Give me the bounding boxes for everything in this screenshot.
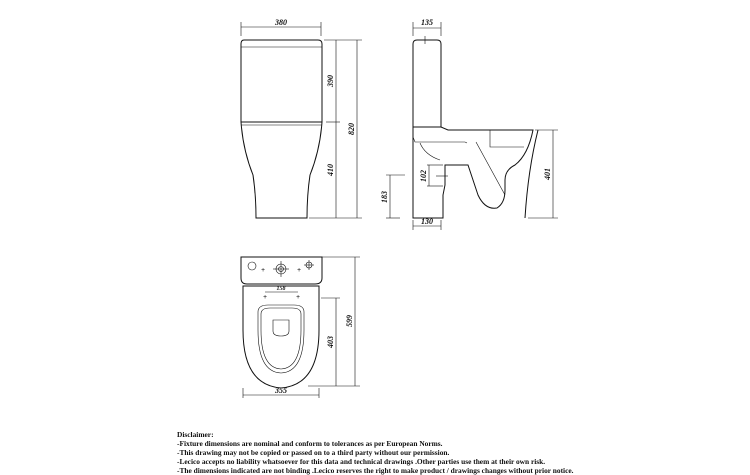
disclaimer: Disclaimer: -Fixture dimensions are nomi… bbox=[177, 430, 574, 475]
dim-cistern-depth: 135 bbox=[421, 18, 433, 27]
disclaimer-title: Disclaimer: bbox=[177, 430, 214, 439]
dim-cistern-height: 390 bbox=[326, 75, 335, 88]
disclaimer-line: -Fixture dimensions are nominal and conf… bbox=[177, 439, 443, 448]
dim-fixing-to-front: 403 bbox=[326, 336, 335, 349]
plan-view: + + + + 158 355 403 599 bbox=[240, 256, 360, 398]
cistern-plan bbox=[240, 256, 323, 285]
dim-outlet-diameter: 102 bbox=[419, 170, 428, 182]
disclaimer-line: -This drawing may not be copied or passe… bbox=[177, 448, 450, 457]
side-view: 135 130 183 102 401 bbox=[380, 18, 558, 230]
pan-front bbox=[240, 121, 323, 219]
svg-text:+: + bbox=[261, 266, 265, 274]
dim-total-depth: 599 bbox=[345, 315, 354, 327]
dim-width: 380 bbox=[274, 18, 287, 27]
dim-total-height: 820 bbox=[347, 123, 356, 135]
dim-wall-gap: 130 bbox=[421, 217, 433, 226]
dim-fixing-spacing: 158 bbox=[277, 286, 286, 292]
disclaimer-line: -The dimensions indicated are not bindin… bbox=[177, 466, 574, 475]
dim-bowl-height: 401 bbox=[543, 168, 552, 181]
dim-pan-height: 410 bbox=[326, 164, 335, 177]
dim-plan-width: 355 bbox=[274, 386, 287, 395]
seat bbox=[257, 304, 305, 374]
dim-outlet-height: 183 bbox=[380, 191, 389, 203]
cistern-side bbox=[412, 39, 442, 128]
disclaimer-line: -Lecico accepts no liability whatsoever … bbox=[177, 457, 546, 466]
bowl-plan bbox=[242, 285, 320, 389]
bowl-side bbox=[412, 126, 534, 219]
cistern-front bbox=[240, 39, 323, 123]
svg-text:+: + bbox=[296, 293, 300, 301]
svg-text:+: + bbox=[263, 293, 267, 301]
svg-text:+: + bbox=[297, 266, 301, 274]
front-view: 380 390 410 820 bbox=[240, 18, 362, 219]
